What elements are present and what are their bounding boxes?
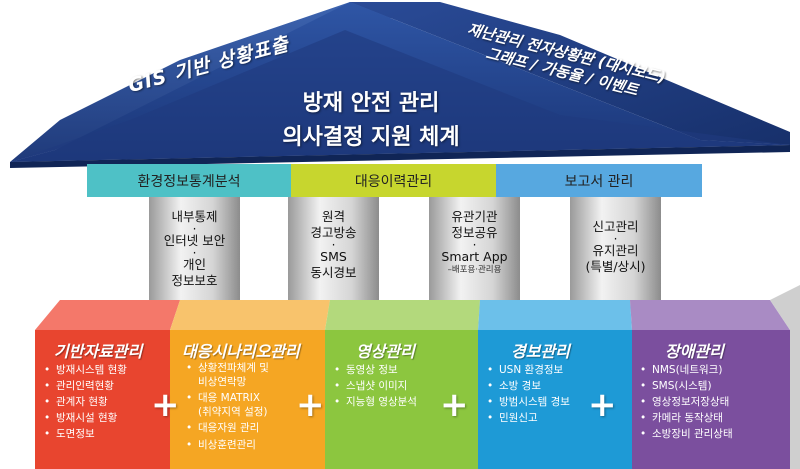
list-item: 관계자 현황 bbox=[44, 394, 127, 410]
pillar-note: –배포용·관리용 bbox=[447, 265, 502, 275]
pillar-dot: · bbox=[613, 232, 618, 246]
pillar-line: Smart App bbox=[441, 249, 508, 264]
base-side-face bbox=[770, 285, 800, 469]
band-environment-stats: 환경정보통계분석 bbox=[87, 164, 291, 197]
list-item: 도면정보 bbox=[44, 426, 127, 442]
base-top-purple bbox=[630, 300, 790, 330]
pillar-broadcast: 원격 경고방송 · SMS 동시경보 bbox=[288, 197, 379, 315]
band-label: 대응이력관리 bbox=[354, 173, 433, 190]
list-item: 카메라 동작상태 bbox=[640, 410, 733, 426]
list-item: 민원신고 bbox=[487, 410, 570, 426]
list-item: 대응 MATRIX(취약지역 설정) bbox=[186, 392, 269, 419]
column-title-alarm: 경보관리 bbox=[511, 342, 570, 361]
column-title-base-data: 기반자료관리 bbox=[54, 342, 143, 361]
plus-icon: + bbox=[440, 385, 469, 425]
list-item: SMS(시스템) bbox=[640, 378, 733, 394]
base-top-green bbox=[325, 300, 480, 330]
column-list-video: 동영상 정보 스냅샷 이미지 지능형 영상분석 bbox=[334, 362, 417, 410]
roof bbox=[10, 2, 790, 168]
pillar-shape bbox=[570, 197, 661, 313]
pillar-line: 내부통제 bbox=[171, 209, 218, 224]
pillar-line: 정보공유 bbox=[451, 225, 498, 240]
roof-title: 방재 안전 관리 의사결정 지원 체계 bbox=[236, 87, 506, 155]
list-item-line: (취약지역 설정) bbox=[198, 405, 268, 418]
pillar-line: 유관기관 bbox=[451, 209, 498, 224]
list-item: USN 환경정보 bbox=[487, 362, 570, 378]
pillar-dot: · bbox=[472, 238, 477, 252]
list-item: NMS(네트워크) bbox=[640, 362, 733, 378]
pillar-line: 유지관리 bbox=[592, 243, 639, 258]
column-list-alarm: USN 환경정보 소방 경보 방범시스템 경보 민원신고 bbox=[487, 362, 570, 426]
pillar-shape bbox=[288, 197, 379, 313]
pillar-line: SMS bbox=[320, 249, 347, 264]
roof-front-gable bbox=[10, 30, 790, 162]
column-list-base-data: 방재시스템 현황 관리인력현황 관계자 현황 방재시설 현황 도면정보 bbox=[44, 362, 127, 442]
list-item-line: 비상연락망 bbox=[198, 375, 247, 388]
column-title-scenario: 대응시나리오관리 bbox=[182, 342, 300, 361]
list-item: 영상정보저장상태 bbox=[640, 394, 733, 410]
base-top-red bbox=[35, 300, 180, 330]
column-title-fault: 장애관리 bbox=[665, 342, 724, 361]
list-item: 소방장비 관리상태 bbox=[640, 426, 733, 442]
roof-eave bbox=[10, 145, 790, 168]
list-item: 방재시스템 현황 bbox=[44, 362, 127, 378]
pillar-sharing: 유관기관 정보공유 · Smart App –배포용·관리용 bbox=[429, 197, 520, 315]
list-item: 동영상 정보 bbox=[334, 362, 417, 378]
plus-icon: + bbox=[151, 385, 180, 425]
base-top-orange bbox=[170, 300, 330, 330]
list-item: 대응자원 관리 bbox=[186, 422, 269, 436]
list-item: 관리인력현황 bbox=[44, 378, 127, 394]
pillar-line: 인터넷 보안 bbox=[163, 233, 226, 248]
pillar-line: 경고방송 bbox=[310, 225, 357, 240]
list-item-line: 대응 MATRIX bbox=[198, 392, 261, 404]
list-item: 비상훈련관리 bbox=[186, 439, 269, 453]
list-item: 방범시스템 경보 bbox=[487, 394, 570, 410]
column-title-video: 영상관리 bbox=[356, 342, 415, 361]
band-response-history: 대응이력관리 bbox=[291, 164, 496, 197]
pillar-shape bbox=[149, 197, 240, 313]
band-report-management: 보고서 관리 bbox=[496, 164, 702, 197]
band-label: 환경정보통계분석 bbox=[137, 173, 241, 190]
list-item: 방재시설 현황 bbox=[44, 410, 127, 426]
pillar-line: (특별/상시) bbox=[585, 259, 646, 274]
column-list-fault: NMS(네트워크) SMS(시스템) 영상정보저장상태 카메라 동작상태 소방장… bbox=[640, 362, 733, 442]
pillar-security: 내부통제 · 인터넷 보안 · 개인 정보보호 bbox=[149, 197, 240, 315]
band-label: 보고서 관리 bbox=[564, 173, 634, 190]
pillar-dot: · bbox=[192, 246, 197, 260]
pillar-line: 신고관리 bbox=[592, 219, 639, 234]
pillar-dot: · bbox=[331, 238, 336, 252]
pillar-dot: · bbox=[192, 222, 197, 236]
roof-title-line2: 의사결정 지원 체계 bbox=[282, 125, 460, 150]
pillar-line: 개인 bbox=[182, 257, 206, 272]
pillar-line: 동시경보 bbox=[310, 265, 357, 280]
pillar-line: 정보보호 bbox=[171, 273, 218, 288]
pillar-line: 원격 bbox=[321, 209, 345, 224]
pillar-shape bbox=[429, 197, 520, 313]
list-item: 스냅샷 이미지 bbox=[334, 378, 417, 394]
plus-icon: + bbox=[588, 385, 617, 425]
base-top-blue bbox=[478, 300, 632, 330]
roof-right-slope bbox=[350, 2, 790, 145]
list-item: 소방 경보 bbox=[487, 378, 570, 394]
plus-icon: + bbox=[296, 385, 325, 425]
list-item-line: 상황전파체계 및 bbox=[198, 362, 269, 374]
list-item: 지능형 영상분석 bbox=[334, 394, 417, 410]
roof-title-line1: 방재 안전 관리 bbox=[302, 91, 440, 116]
pillar-reporting: 신고관리 · 유지관리 (특별/상시) bbox=[570, 197, 661, 315]
